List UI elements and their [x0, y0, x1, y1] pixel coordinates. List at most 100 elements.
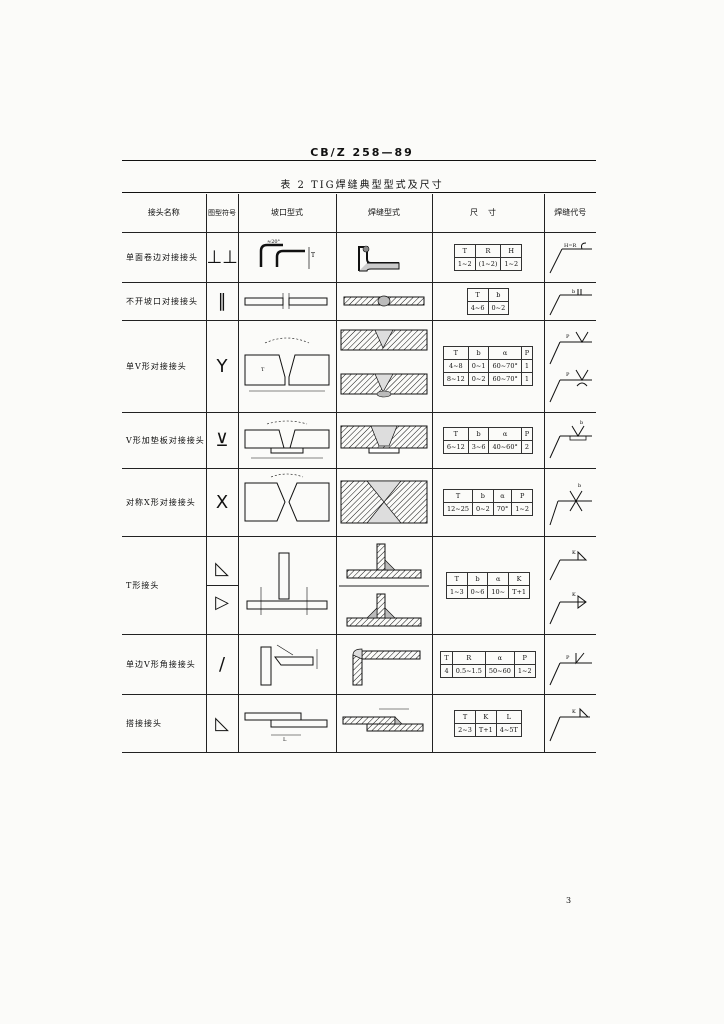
- dim-value: 60~70°: [488, 359, 522, 373]
- dim-header: b: [466, 571, 489, 586]
- joint-symbol: /: [205, 633, 239, 695]
- code-label: K: [572, 592, 576, 598]
- dim-header: α: [492, 488, 513, 503]
- fillet-symbol-icon: ◺: [215, 557, 229, 579]
- weld-diagram: [335, 411, 433, 469]
- groove-angle-label: ≈20°: [267, 239, 281, 245]
- dim-value: 0~2: [467, 372, 490, 386]
- joint-name: 单V形对接接头: [122, 319, 207, 413]
- weld-code: K K: [543, 535, 596, 635]
- joint-symbol: ∥: [205, 281, 239, 321]
- weld-code: P P: [543, 319, 596, 413]
- dim-value: (1~2): [474, 256, 502, 271]
- square-groove-figure: [244, 293, 328, 309]
- col-header-dims: 尺寸: [431, 194, 545, 233]
- dim-header: α: [488, 426, 522, 441]
- dim-header: R: [474, 243, 502, 258]
- dim-header: T: [445, 571, 468, 586]
- dim-header: L: [495, 709, 522, 724]
- dim-value: 2: [520, 439, 534, 454]
- dim-header: T: [454, 709, 476, 724]
- dim-header: H: [500, 243, 523, 258]
- col-header-groove: 坡口型式: [237, 194, 337, 233]
- double-fillet-symbol-icon: ▷: [206, 584, 238, 613]
- table-header-row: 接头名称 图型符号 坡口型式 焊缝型式 尺寸 焊缝代号: [122, 194, 596, 233]
- svg-text:T: T: [261, 367, 265, 373]
- dim-header: K: [474, 709, 497, 724]
- dim-value: 1~2: [500, 256, 523, 271]
- t-joint-weld-figure: [339, 543, 429, 627]
- x-weld-figure: [340, 480, 428, 524]
- joint-name: T形接头: [122, 535, 207, 635]
- code-label: b: [572, 289, 575, 295]
- flanged-groove-figure: T ≈20°: [259, 239, 315, 269]
- code-label: P: [566, 372, 570, 378]
- weld-code-figure: b: [549, 483, 593, 526]
- v-backing-groove-figure: [244, 420, 330, 459]
- weld-code: b: [543, 281, 596, 321]
- dim-header: α: [487, 571, 510, 586]
- weld-diagram: [335, 319, 433, 413]
- dim-value: 0~6: [466, 584, 489, 599]
- lap-groove-figure: L: [244, 712, 328, 743]
- dim-header: T: [466, 287, 489, 302]
- groove-diagram: T ≈20°: [237, 231, 337, 283]
- dim-value: 4: [440, 663, 453, 678]
- dim-header: P: [513, 650, 536, 665]
- weld-code-figure: P: [549, 652, 593, 686]
- table-top-rule: [122, 192, 596, 193]
- joint-symbol: ◺: [205, 693, 239, 753]
- dim-value: 0~2: [487, 300, 510, 315]
- lap-weld-figure: [342, 708, 424, 732]
- code-label: K: [572, 709, 576, 715]
- flanged-weld-figure: [358, 245, 400, 272]
- weld-type-table: 接头名称 图型符号 坡口型式 焊缝型式 尺寸 焊缝代号 单面卷边对接接头 ⊥⊥ …: [122, 194, 596, 753]
- col-header-name: 接头名称: [122, 194, 207, 233]
- weld-diagram: [335, 693, 433, 753]
- svg-text:T: T: [311, 252, 315, 259]
- col-header-code: 焊缝代号: [543, 194, 596, 233]
- dim-header: P: [520, 346, 534, 360]
- dim-header: T: [442, 426, 469, 441]
- dim-header: b: [467, 426, 490, 441]
- dim-header: T: [440, 650, 453, 665]
- dim-value: T+1: [508, 584, 531, 599]
- joint-name: 单边V形角接接头: [122, 633, 207, 695]
- joint-name: V形加垫板对接接头: [122, 411, 207, 469]
- groove-diagram: [237, 411, 337, 469]
- weld-diagram: [335, 281, 433, 321]
- joint-symbol: Y: [205, 319, 239, 413]
- dim-value: T+1: [474, 722, 497, 737]
- bevel-corner-groove-figure: [260, 644, 318, 686]
- dim-header: P: [511, 488, 533, 503]
- weld-diagram: [335, 467, 433, 537]
- dim-value: 6~12: [442, 439, 469, 454]
- col-header-symbol: 图型符号: [205, 194, 239, 233]
- dim-value: 1~2: [513, 663, 536, 678]
- v-weld-figure: [340, 329, 428, 398]
- code-label: K: [572, 550, 576, 556]
- dim-value: 0~2: [472, 501, 494, 516]
- dim-value: 2~3: [454, 722, 476, 737]
- code-label: b: [578, 483, 581, 489]
- dim-header: P: [520, 426, 534, 441]
- code-label: P: [566, 655, 570, 661]
- code-label: H=R: [564, 243, 577, 249]
- dim-header: b: [467, 346, 490, 360]
- weld-code-figure: b: [549, 420, 593, 459]
- dim-header: R: [451, 650, 486, 665]
